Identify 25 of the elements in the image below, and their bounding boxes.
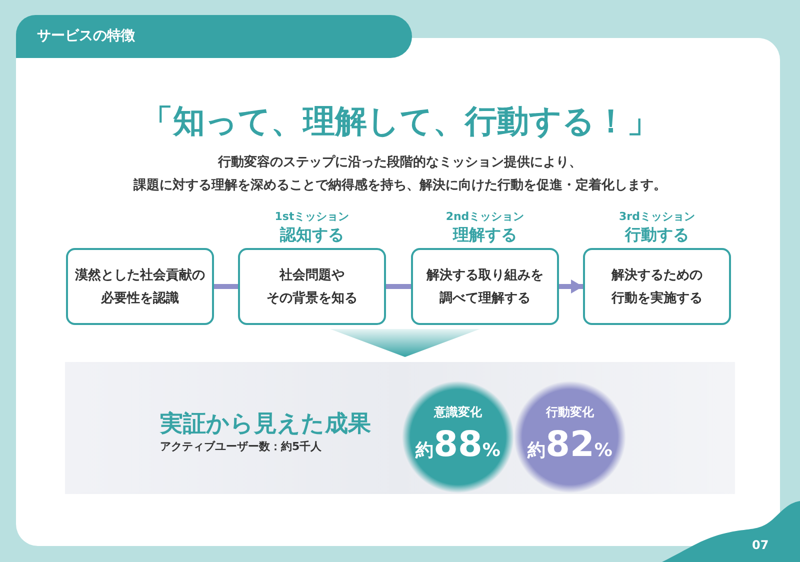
connector-line — [386, 284, 411, 289]
mission-number: 3rdミッション — [619, 210, 695, 224]
results-panel — [65, 362, 735, 494]
section-tab: サービスの特徴 — [16, 15, 412, 58]
mission-number: 2ndミッション — [446, 210, 524, 224]
arrow — [559, 280, 583, 294]
stat-value: 約82% — [528, 424, 612, 467]
mission-heading: 理解する — [453, 224, 517, 245]
page-title: 「知って、理解して、行動する！」 — [140, 101, 660, 142]
process-box — [66, 248, 214, 325]
results-heading: 実証から見えた成果 — [160, 410, 371, 438]
stat-label: 意識変化 — [434, 404, 482, 421]
mission-heading: 行動する — [625, 224, 689, 245]
mission-heading: 認知する — [280, 224, 344, 245]
mission-number: 1stミッション — [274, 210, 350, 224]
description-text: 行動変容のステップに沿った段階的なミッション提供により、課題に対する理解を深めることで納得感を持ち、解決に向けた行動を促進・定着化します。 — [132, 154, 668, 195]
user-count-note: アクティブユーザー数：約5千人 — [160, 439, 322, 454]
connector-line — [214, 284, 238, 289]
stat-label: 行動変化 — [546, 404, 594, 421]
stat-value: 約88% — [416, 424, 500, 467]
step-text: 解決するための行動を実施する — [612, 266, 702, 308]
step-text: 漠然とした社会貢献の必要性を認識 — [75, 266, 205, 308]
step-text: 社会問題やその背景を知る — [266, 266, 358, 308]
page-number: 07 — [752, 537, 769, 553]
step-text: 解決する取り組みを調べて理解する — [426, 266, 544, 308]
